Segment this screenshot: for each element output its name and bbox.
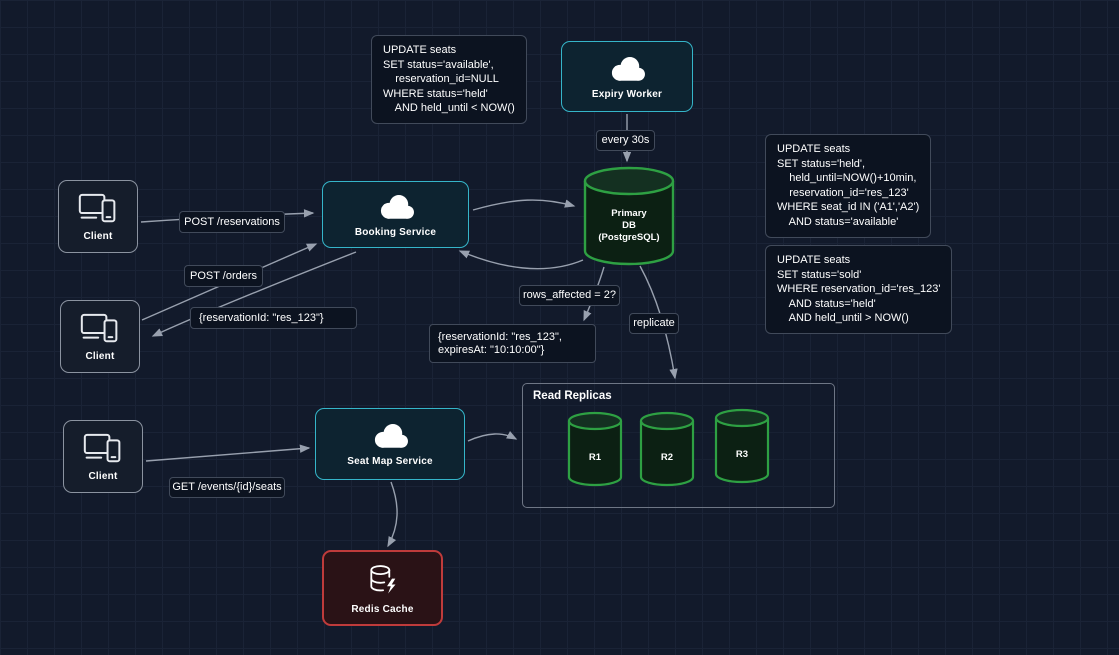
edge-booking-to-primarydb [472,199,576,211]
primary-db-label: Primary DB (PostgreSQL) [598,208,660,243]
edge-label-replicate: replicate [629,313,679,334]
devices-icon [78,192,118,225]
edge-seatmap-to-replicas [467,430,518,442]
cloud-icon [373,192,419,221]
cloud-icon [604,54,650,83]
booking-service-label: Booking Service [354,226,437,238]
edge-seatmap-to-redis [387,481,398,548]
hold-sql-block: UPDATE seats SET status='held', held_unt… [765,134,932,238]
edge-label-reservation-id-response: {reservationId: "res_123"} [190,307,357,329]
edge-label-rows-affected: rows_affected = 2? [519,285,620,306]
redis-cache-label: Redis Cache [351,603,414,615]
edge-label-every-30s: every 30s [596,130,655,151]
edge-primarydb-to-booking-response [458,250,584,270]
replica-node-r3: R3 [713,408,771,486]
redis-cache-node: Redis Cache [322,550,443,626]
primary-db-node: Primary DB (PostgreSQL) [580,166,678,266]
edge-label-post-reservations: POST /reservations [179,211,285,233]
expiry-worker-label: Expiry Worker [591,88,663,100]
client-label: Client [88,470,118,482]
database-cylinder-icon [714,408,770,484]
client-label: Client [85,350,115,362]
devices-icon [83,432,123,465]
read-replicas-group: Read Replicas R1 R2 R3 [522,383,835,508]
client-node-middle: Client [60,300,140,373]
client-node-bottom: Client [63,420,143,493]
expiry-sql-block: UPDATE seats SET status='available', res… [371,35,527,124]
read-replicas-title: Read Replicas [533,390,612,402]
redis-db-bolt-icon [365,562,401,598]
database-cylinder-icon [639,411,695,487]
database-cylinder-icon [567,411,623,487]
replica-label: R3 [735,449,749,460]
seat-map-service-node: Seat Map Service [315,408,465,480]
expiry-worker-node: Expiry Worker [561,41,693,112]
replica-label: R1 [588,452,602,463]
devices-icon [80,312,120,345]
sold-sql-block: UPDATE seats SET status='sold' WHERE res… [765,245,953,334]
cloud-icon [367,421,413,450]
client-label: Client [83,230,113,242]
seat-map-service-label: Seat Map Service [347,456,433,467]
edge-label-reservation-expires-response: {reservationId: "res_123", expiresAt: "1… [429,324,596,363]
edge-label-post-orders: POST /orders [184,265,263,287]
database-cylinder-icon [583,166,675,266]
edge-label-get-event-seats: GET /events/{id}/seats [169,477,285,498]
replica-node-r2: R2 [638,411,696,489]
client-node-top: Client [58,180,138,253]
replica-node-r1: R1 [566,411,624,489]
replica-label: R2 [660,452,674,463]
booking-service-node: Booking Service [322,181,469,248]
edge-client3-to-seatmap [145,444,311,462]
